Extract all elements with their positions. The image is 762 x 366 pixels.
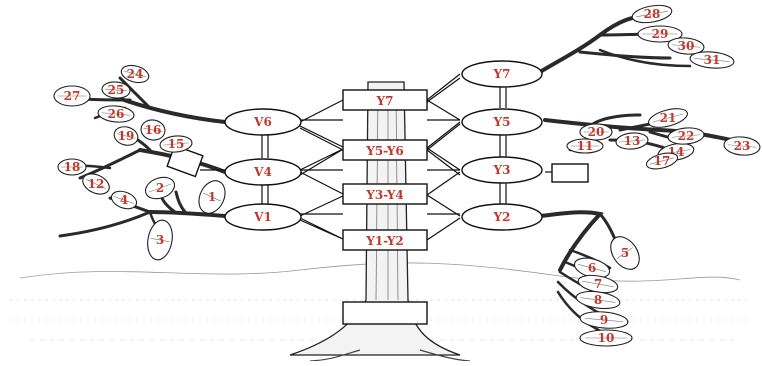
right-node-0: Y7 bbox=[462, 61, 542, 87]
leaf-number: 30 bbox=[678, 39, 695, 53]
leaf-18: 18 bbox=[58, 159, 86, 175]
leaf-number: 4 bbox=[120, 193, 128, 207]
leaf-number: 17 bbox=[654, 154, 671, 168]
leaf-17: 17 bbox=[645, 150, 680, 172]
leaf-number: 31 bbox=[704, 53, 721, 67]
trunk-label-2: Y3-Y4 bbox=[365, 188, 404, 202]
leaf-4: 4 bbox=[109, 188, 139, 212]
leaf-23: 23 bbox=[723, 135, 760, 156]
leaf-number: 9 bbox=[600, 313, 608, 327]
leaf-number: 18 bbox=[64, 160, 81, 174]
leaf-number: 27 bbox=[64, 89, 81, 103]
left-node-0: V6 bbox=[225, 109, 301, 135]
left-node-2: V1 bbox=[225, 204, 301, 230]
leaf-number: 7 bbox=[594, 277, 602, 291]
leaf-1: 1 bbox=[194, 177, 230, 218]
leaf-number: 1 bbox=[208, 190, 216, 204]
leaf-21: 21 bbox=[647, 105, 690, 131]
leaf-number: 29 bbox=[652, 27, 669, 41]
trunk-box-0: Y7 bbox=[343, 90, 427, 110]
trunk-box-1: Y5-Y6 bbox=[343, 140, 427, 160]
right-node-3: Y2 bbox=[462, 204, 542, 230]
right-node-label-1: Y5 bbox=[493, 115, 511, 129]
leaf-3: 3 bbox=[145, 218, 176, 262]
leaf-number: 11 bbox=[577, 139, 594, 153]
right-node-1: Y5 bbox=[462, 109, 542, 135]
right-node-label-3: Y2 bbox=[493, 210, 511, 224]
right-node-label-2: Y3 bbox=[493, 163, 511, 177]
left-node-label-1: V4 bbox=[253, 165, 272, 179]
leaf-26: 26 bbox=[97, 104, 134, 123]
leaf-11: 11 bbox=[567, 139, 603, 153]
leaf-number: 16 bbox=[145, 123, 162, 137]
trunk-label-1: Y5-Y6 bbox=[365, 144, 404, 158]
leaf-16: 16 bbox=[139, 118, 166, 142]
leaf-2: 2 bbox=[142, 173, 177, 202]
leaf-10: 10 bbox=[580, 330, 632, 346]
leaf-8: 8 bbox=[575, 289, 621, 311]
leaf-number: 24 bbox=[127, 67, 144, 81]
right-node-label-0: Y7 bbox=[493, 67, 511, 81]
leaf-number: 8 bbox=[594, 293, 602, 307]
left-node-1: V4 bbox=[225, 159, 301, 185]
leaf-27: 27 bbox=[54, 86, 90, 106]
leaf-number: 20 bbox=[588, 125, 605, 139]
right-side-box bbox=[552, 164, 588, 182]
leaf-13: 13 bbox=[615, 132, 648, 151]
leaf-number: 19 bbox=[118, 129, 135, 143]
leaf-12: 12 bbox=[80, 170, 113, 198]
leaf-9: 9 bbox=[579, 310, 628, 330]
leaf-number: 5 bbox=[621, 246, 629, 260]
leaf-number: 15 bbox=[168, 137, 185, 151]
leaf-20: 20 bbox=[580, 124, 612, 140]
leaf-number: 25 bbox=[108, 83, 125, 97]
leaf-19: 19 bbox=[112, 124, 140, 148]
leaf-number: 6 bbox=[588, 261, 596, 275]
leaf-number: 13 bbox=[624, 134, 641, 148]
trunk-label-3: Y1-Y2 bbox=[365, 234, 404, 248]
trunk-label-0: Y7 bbox=[376, 94, 394, 108]
trunk-box-3: Y1-Y2 bbox=[343, 230, 427, 250]
leaf-number: 28 bbox=[644, 7, 661, 21]
leaf-28: 28 bbox=[631, 3, 673, 26]
left-node-label-2: V1 bbox=[253, 210, 272, 224]
leaf-number: 3 bbox=[156, 233, 164, 247]
leaf-number: 21 bbox=[660, 111, 677, 125]
trunk-box-2: Y3-Y4 bbox=[343, 184, 427, 204]
left-node-label-0: V6 bbox=[253, 115, 272, 129]
leaf-31: 31 bbox=[689, 50, 734, 70]
leaf-number: 2 bbox=[156, 181, 164, 195]
leaf-number: 26 bbox=[108, 107, 125, 121]
right-node-2: Y3 bbox=[462, 157, 542, 183]
leaf-number: 22 bbox=[678, 129, 695, 143]
leaf-number: 12 bbox=[88, 177, 105, 191]
trunk-box-4 bbox=[343, 302, 427, 324]
leaf-number: 10 bbox=[598, 331, 615, 345]
leaf-number: 23 bbox=[734, 139, 751, 153]
